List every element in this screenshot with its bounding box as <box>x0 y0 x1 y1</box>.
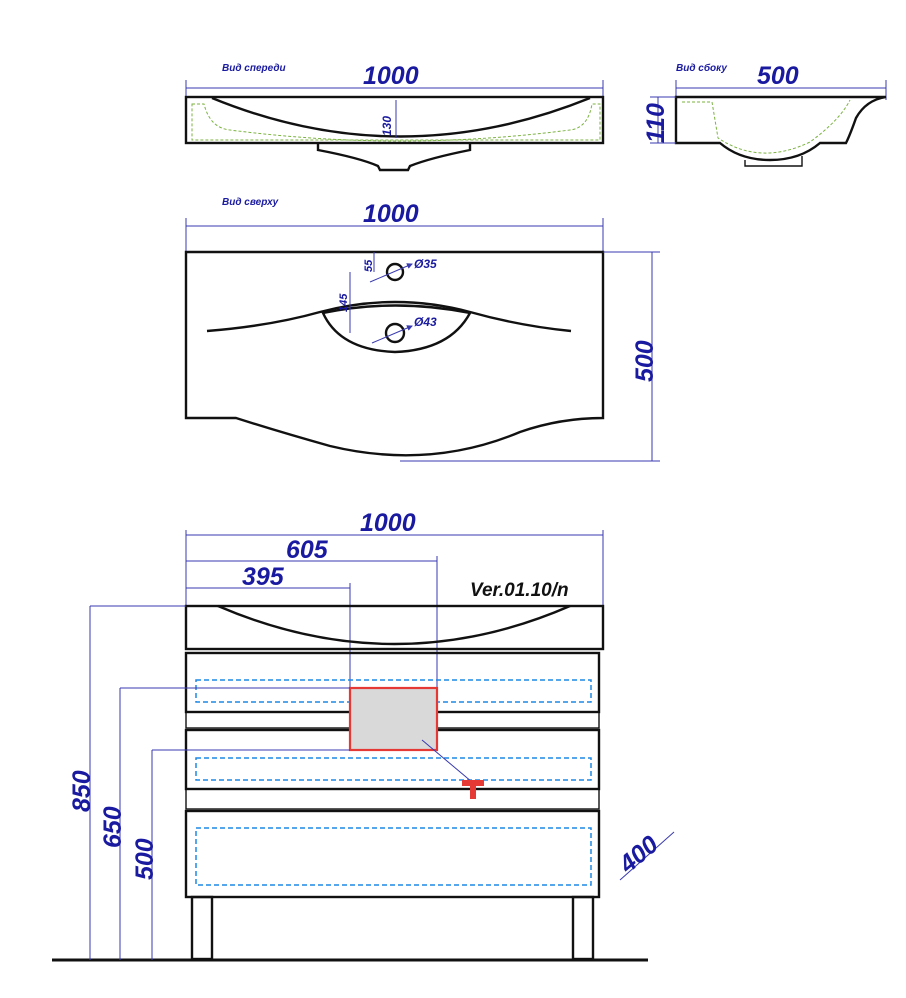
shelf-gap-2 <box>185 788 600 810</box>
cabinet-basin-curve <box>217 604 571 646</box>
front-view: Вид спереди 1000 130 <box>184 62 605 172</box>
side-drain <box>744 156 803 167</box>
top-view: Вид сверху 1000 55 Ø35 145 Ø43 500 <box>184 197 660 462</box>
tap-hole-offset: 55 <box>363 259 375 272</box>
top-bowl <box>321 304 472 354</box>
height-500-value: 500 <box>131 838 159 880</box>
front-basin-outline <box>184 95 605 145</box>
drain-zone-highlight <box>348 686 439 752</box>
cabinet-width-value: 1000 <box>360 509 416 537</box>
tap-hole <box>385 262 405 282</box>
side-view: Вид сбоку 500 110 <box>642 62 887 167</box>
top-width-value: 1000 <box>363 200 419 228</box>
depth-400-line <box>619 831 675 881</box>
front-view-label: Вид спереди <box>222 63 286 74</box>
dim-605-value: 605 <box>286 536 329 564</box>
side-depth-value: 500 <box>757 62 799 90</box>
drain-diameter: Ø43 <box>414 315 437 329</box>
bowl-offset: 145 <box>338 293 350 312</box>
cabinet-view: 1000 605 395 Ver.01.10/n 850 <box>52 509 675 962</box>
front-bowl-curve <box>211 96 591 138</box>
tap-hole-diameter: Ø35 <box>414 257 437 271</box>
drawer-3-hidden <box>195 827 592 886</box>
height-850-value: 850 <box>68 770 96 812</box>
front-drain-body <box>316 143 472 172</box>
side-height-value: 110 <box>642 103 670 143</box>
front-inner-contour <box>191 103 601 142</box>
water-outlet-marker <box>462 780 484 799</box>
drawer-2-hidden <box>195 757 592 781</box>
leg-left <box>190 895 214 961</box>
side-basin-outline <box>674 95 887 162</box>
front-depth-value: 130 <box>380 116 394 136</box>
cabinet-basin <box>184 604 605 651</box>
height-650-value: 650 <box>99 806 127 848</box>
depth-400-value: 400 <box>613 830 664 879</box>
top-depth-value: 500 <box>631 340 659 382</box>
side-inner-contour <box>682 99 851 154</box>
dim-395-value: 395 <box>242 563 285 591</box>
top-rim-curve <box>206 300 572 333</box>
leg-right <box>571 895 595 961</box>
version-label: Ver.01.10/n <box>470 580 569 601</box>
side-view-label: Вид сбоку <box>676 62 727 74</box>
top-view-label: Вид сверху <box>222 197 279 208</box>
drawer-3 <box>184 809 601 899</box>
top-basin-outline <box>184 250 605 457</box>
drain-hole <box>384 322 406 344</box>
front-width-value: 1000 <box>363 62 419 90</box>
